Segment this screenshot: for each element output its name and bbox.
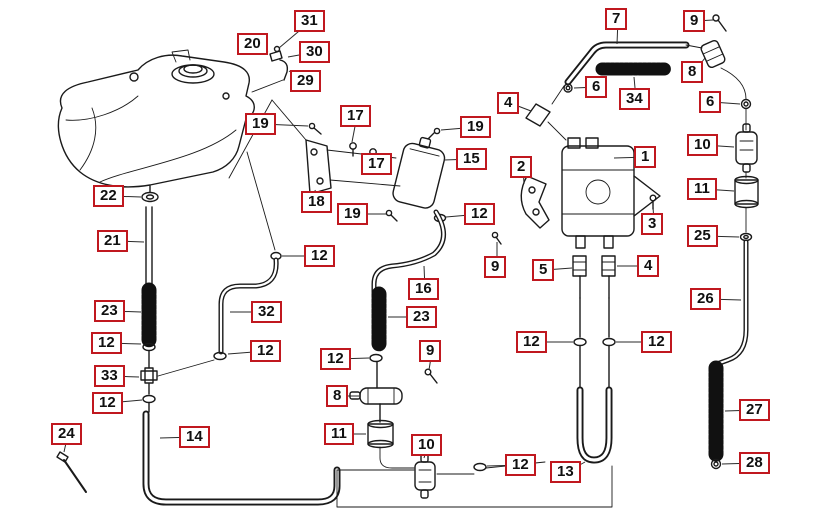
callout-26[interactable]: 26 — [690, 288, 721, 310]
callout-18[interactable]: 18 — [301, 191, 332, 213]
clamp-12h-drawing — [213, 351, 227, 361]
callout-12-5[interactable]: 12 — [320, 348, 351, 370]
screw-9c-drawing — [424, 368, 438, 384]
callout-30[interactable]: 30 — [299, 41, 330, 63]
callout-16[interactable]: 16 — [408, 278, 439, 300]
pipe-21-drawing — [145, 206, 153, 289]
callout-5[interactable]: 5 — [532, 259, 555, 281]
connector-5-drawing — [572, 255, 587, 299]
ring-6b-drawing — [740, 98, 752, 110]
fuel-valve-drawing — [251, 45, 289, 93]
clamp-12i-drawing — [473, 462, 487, 472]
callout-19-2[interactable]: 19 — [460, 116, 491, 138]
callout-1[interactable]: 1 — [634, 146, 657, 168]
callout-15[interactable]: 15 — [456, 148, 487, 170]
callout-13[interactable]: 13 — [550, 461, 581, 483]
callout-9-2[interactable]: 9 — [484, 256, 507, 278]
clamp-12e-drawing — [369, 353, 383, 363]
callout-23[interactable]: 23 — [94, 300, 125, 322]
callout-31[interactable]: 31 — [294, 10, 325, 32]
callout-28[interactable]: 28 — [739, 452, 770, 474]
screw-9a-drawing — [491, 231, 502, 245]
bolt-19c-drawing — [385, 209, 398, 222]
callout-29[interactable]: 29 — [290, 70, 321, 92]
bracket-2-drawing — [520, 175, 550, 229]
callout-12-2[interactable]: 12 — [304, 245, 335, 267]
callout-8-2[interactable]: 8 — [326, 385, 349, 407]
callout-34[interactable]: 34 — [619, 88, 650, 110]
bolt-19b-drawing — [427, 127, 441, 140]
ring-25-drawing — [739, 232, 753, 242]
callout-6[interactable]: 6 — [585, 76, 608, 98]
callout-8[interactable]: 8 — [681, 61, 704, 83]
callout-22[interactable]: 22 — [93, 185, 124, 207]
callout-33[interactable]: 33 — [94, 365, 125, 387]
filter-10a-drawing — [735, 123, 758, 173]
fuel-pump-drawing — [525, 85, 661, 249]
callout-4[interactable]: 4 — [497, 92, 520, 114]
callout-9[interactable]: 9 — [683, 10, 706, 32]
clamp-8a-drawing — [700, 39, 726, 69]
hose-14-drawing — [142, 410, 341, 506]
clamp-12f-drawing — [573, 337, 587, 347]
hose-16-drawing — [371, 209, 446, 295]
hose-32-drawing — [213, 151, 282, 361]
sleeve-11b-drawing — [367, 419, 394, 449]
ring-28-drawing — [710, 458, 722, 470]
sleeve-11a-drawing — [734, 175, 759, 209]
tee-33-drawing — [140, 367, 158, 384]
callout-12-7[interactable]: 12 — [641, 331, 672, 353]
fuel-tank-drawing — [57, 49, 255, 188]
callout-14[interactable]: 14 — [179, 426, 210, 448]
callout-17-2[interactable]: 17 — [361, 153, 392, 175]
callout-12-3[interactable]: 12 — [91, 332, 122, 354]
callout-12[interactable]: 12 — [464, 203, 495, 225]
screw-9b-drawing — [712, 14, 727, 32]
clamp-12c-drawing — [142, 394, 156, 404]
hose-26-drawing — [714, 239, 749, 367]
callout-3[interactable]: 3 — [641, 213, 664, 235]
clamp-12g-drawing — [602, 337, 616, 347]
callout-27[interactable]: 27 — [739, 399, 770, 421]
callout-4-2[interactable]: 4 — [637, 255, 660, 277]
callout-10[interactable]: 10 — [687, 134, 718, 156]
callout-24[interactable]: 24 — [51, 423, 82, 445]
callout-9-3[interactable]: 9 — [419, 340, 442, 362]
callout-7[interactable]: 7 — [605, 8, 628, 30]
hose-7-drawing — [564, 41, 690, 86]
callout-6-2[interactable]: 6 — [699, 91, 722, 113]
callout-11[interactable]: 11 — [687, 178, 717, 200]
callout-12-8[interactable]: 12 — [92, 392, 123, 414]
callout-10-2[interactable]: 10 — [411, 434, 442, 456]
callout-32[interactable]: 32 — [251, 301, 282, 323]
callout-23-2[interactable]: 23 — [406, 306, 437, 328]
bolt-17a-drawing — [349, 142, 357, 157]
callout-17[interactable]: 17 — [340, 105, 371, 127]
callout-12-6[interactable]: 12 — [516, 331, 547, 353]
callout-11-2[interactable]: 11 — [324, 423, 354, 445]
callout-19[interactable]: 19 — [245, 113, 276, 135]
left-fuel-line-drawing — [140, 185, 215, 413]
awl-tool-drawing — [56, 451, 87, 493]
callout-12-4[interactable]: 12 — [250, 340, 281, 362]
leader-lines — [63, 18, 757, 473]
callout-25[interactable]: 25 — [687, 225, 718, 247]
callout-19-3[interactable]: 19 — [337, 203, 368, 225]
callout-12-9[interactable]: 12 — [505, 454, 536, 476]
hose-13-drawing — [576, 386, 613, 464]
ring-6a-drawing — [563, 83, 573, 93]
callout-20[interactable]: 20 — [237, 33, 268, 55]
connector-4b-drawing — [601, 255, 616, 299]
bolt-19a-drawing — [308, 122, 322, 135]
canister-15-drawing — [392, 136, 446, 209]
grommet-22-drawing — [141, 191, 159, 203]
filter-10b-drawing — [414, 453, 436, 499]
callout-21[interactable]: 21 — [97, 230, 128, 252]
callout-2[interactable]: 2 — [510, 156, 533, 178]
